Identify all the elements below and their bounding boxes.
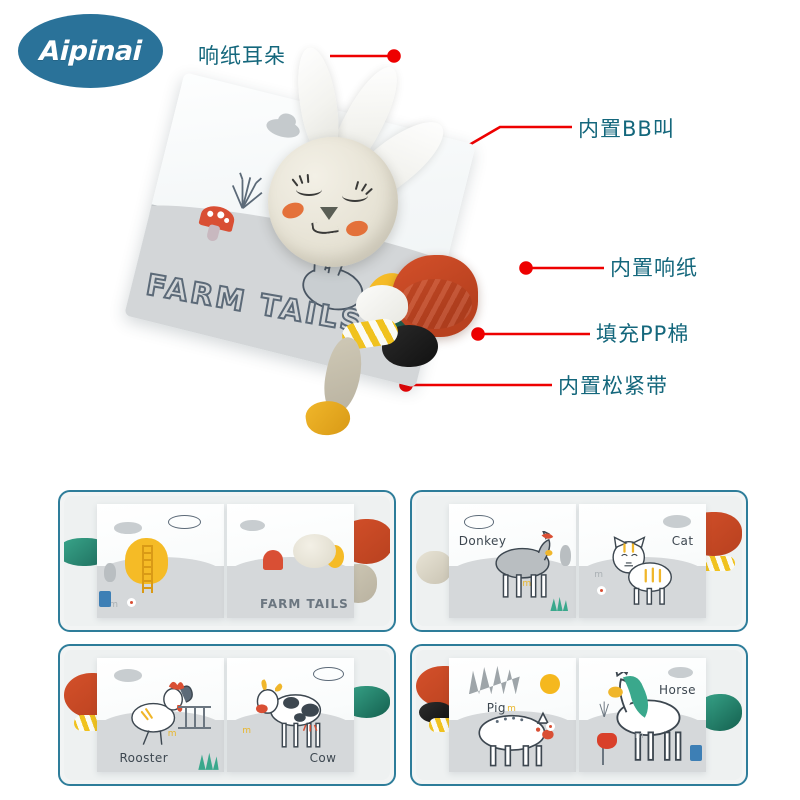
donkey-illustration [495,531,553,598]
carrot-top-plant-icon [216,163,278,215]
page-label-horse: Horse [659,682,696,697]
book-page-left: Rooster m [96,657,224,773]
page-label-donkey: Donkey [458,533,507,548]
horse-illustration [608,671,682,761]
thumbnail-panel-cover[interactable]: m FARM TAILS [58,490,396,632]
sun-icon [540,673,561,694]
thumbnail-scene: Rooster m [64,650,390,780]
plant-icon [594,699,614,718]
annotation-label-pp-cotton: 填充PP棉 [596,322,690,346]
annotation-label-crinkle-ears: 响纸耳朵 [198,44,286,68]
annotation-label-crinkle-paper: 内置响纸 [610,256,698,280]
logo-text: Aipinai [38,35,143,67]
cat-illustration [612,535,672,605]
cloud-icon [114,522,143,534]
grey-tree-icon [560,544,571,566]
bunny-eye-right [342,180,374,202]
bunny-cheek-right [344,218,370,239]
book-page-left: m [96,503,224,619]
page-label-cat: Cat [671,533,694,548]
flower-icon [127,597,137,607]
thumbnail-scene: m FARM TAILS [64,496,390,626]
plush-tail-rooster [392,255,478,337]
brand-tag [99,590,112,607]
book-page-right: FARM TAILS [227,503,355,619]
leader-dot-crinkle-ears [387,49,401,63]
page-title-label: FARM TAILS [260,597,349,612]
thumbnail-panel-pig-horse[interactable]: Pig [410,644,748,786]
bunny-plush-head [268,137,398,267]
brand-tag [690,744,703,761]
page-label-pig: Pig [486,701,506,716]
brand-logo: Aipinai [18,14,163,88]
hero-product-photo: FARM TAILS [120,44,560,455]
book-page-right: Horse [579,657,707,773]
cow-illustration [255,679,321,748]
cloud-icon [239,519,266,532]
bunny-cheek-left [280,199,306,222]
annotation-label-bb-squeaker: 内置BB叫 [578,117,675,141]
cloud-icon [264,116,302,141]
annotation-label-elastic-band: 内置松紧带 [558,374,668,398]
page-label-cow: Cow [309,751,337,766]
cloud-outline-icon [167,515,201,529]
logo-ellipse-shape [18,14,163,88]
thumbnail-panel-donkey-cat[interactable]: Donkey [410,490,748,632]
ladder-icon [142,544,153,593]
thumbnail-grid: m FARM TAILS [58,490,748,786]
rooster-illustration [131,682,193,746]
cloud-icon [668,666,694,679]
cloud-outline-icon [463,515,495,529]
book-page-right: Cow m [227,657,355,773]
cloud-icon [662,515,691,528]
thumbnail-scene: Donkey [416,496,742,626]
thumbnail-scene: Pig [416,650,742,780]
book-page-left: Donkey [448,503,576,619]
thumbnail-panel-rooster-cow[interactable]: Rooster m [58,644,396,786]
pig-illustration [478,711,554,767]
tulip-icon [596,733,618,766]
cloud-outline-icon [313,666,344,681]
flower-icon [596,586,606,596]
grey-tree-icon [104,563,116,582]
book-page-right: Cat [579,503,707,619]
side-tail-cream [416,550,452,585]
bunny-mouth [311,219,339,236]
bunny-nose [320,207,338,220]
fence-icon [177,705,212,729]
cloud-icon [114,669,143,682]
bunny-eye-left [291,173,322,196]
page-label-rooster: Rooster [119,751,169,766]
mushroom-icon [262,549,283,571]
grey-bush-icon [468,665,520,695]
bunny-plush-head [293,533,337,568]
book-page-left: Pig [448,657,576,773]
flower-icon [546,721,556,731]
